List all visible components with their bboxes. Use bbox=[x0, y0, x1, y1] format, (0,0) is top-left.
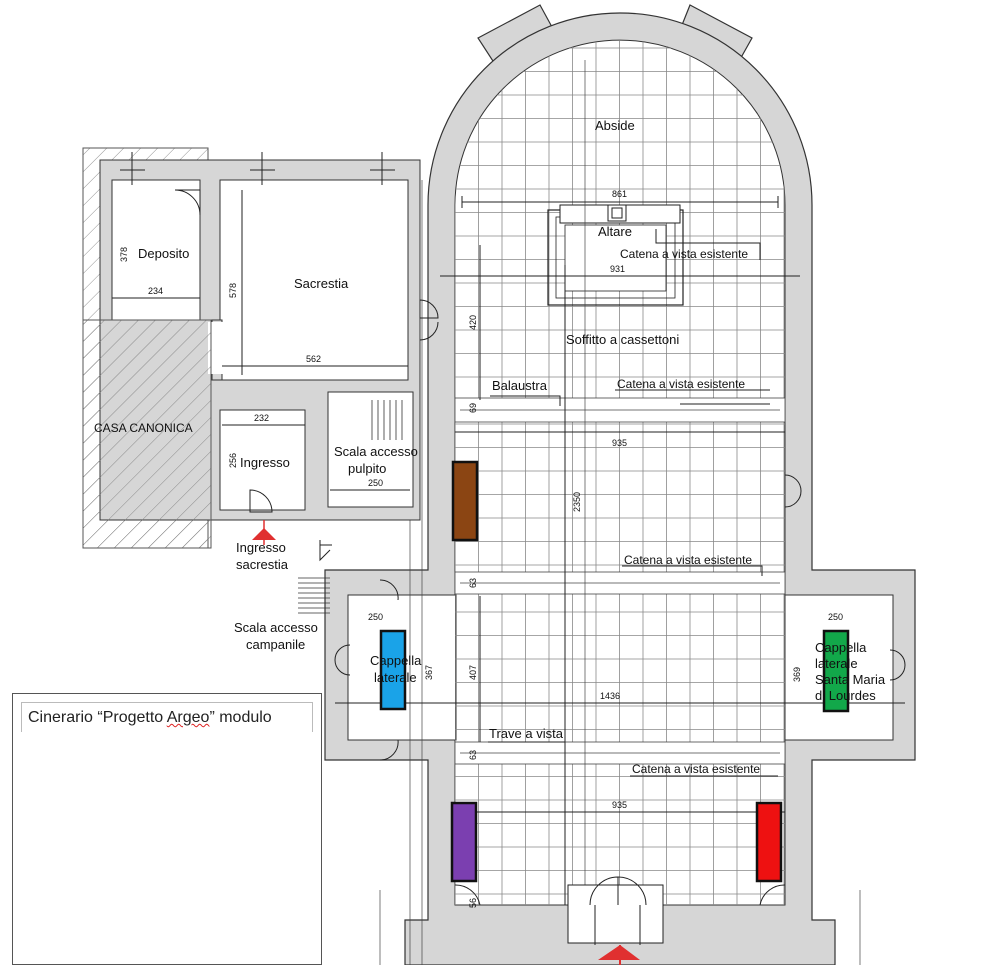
annotation-labels: Catena a vista esistente Catena a vista … bbox=[617, 247, 760, 776]
annotation-catena-3: Catena a vista esistente bbox=[624, 553, 752, 567]
nave-dimensions bbox=[335, 196, 905, 905]
label-trave: Trave a vista bbox=[489, 726, 564, 741]
dim-250-pulpito: 250 bbox=[368, 478, 383, 488]
marker-green bbox=[822, 629, 850, 713]
dim-2350: 2350 bbox=[572, 492, 582, 512]
label-casa-canonica: CASA CANONICA bbox=[94, 421, 193, 435]
dimension-labels: 861 931 420 69 935 2350 63 407 1436 63 9… bbox=[119, 189, 843, 908]
label-deposito: Deposito bbox=[138, 246, 189, 261]
dim-420: 420 bbox=[468, 315, 478, 330]
annotation-catena-2: Catena a vista esistente bbox=[617, 377, 745, 391]
caption-prefix: Cinerario “Progetto bbox=[28, 709, 167, 726]
dim-56: 56 bbox=[468, 898, 478, 908]
marker-blue bbox=[379, 629, 407, 711]
dim-369: 369 bbox=[792, 667, 802, 682]
label-scala-campanile-2: campanile bbox=[246, 637, 305, 652]
label-cappella-left-2: laterale bbox=[374, 670, 417, 685]
label-balaustra: Balaustra bbox=[492, 378, 548, 393]
dim-63-a: 63 bbox=[468, 578, 478, 588]
label-soffitto: Soffitto a cassettoni bbox=[566, 332, 679, 347]
dim-367: 367 bbox=[424, 665, 434, 680]
caption-box: Cinerario “Progetto Argeo” modulo bbox=[12, 693, 322, 965]
label-cappella-right-3: Santa Maria bbox=[815, 672, 886, 687]
dim-861: 861 bbox=[612, 189, 627, 199]
label-scala-pulpito-1: Scala accesso bbox=[334, 444, 418, 459]
dim-407: 407 bbox=[468, 665, 478, 680]
altar bbox=[547, 204, 684, 306]
marker-red bbox=[755, 801, 783, 883]
label-scala-pulpito-2: pulpito bbox=[348, 461, 386, 476]
floor-grid bbox=[455, 40, 785, 905]
church-walls bbox=[324, 12, 916, 965]
label-cappella-right-2: laterale bbox=[815, 656, 858, 671]
label-ingresso: Ingresso bbox=[240, 455, 290, 470]
label-ingresso-sacrestia-2: sacrestia bbox=[236, 557, 289, 572]
caption-spellcheck-word: Argeo bbox=[166, 709, 210, 726]
marker-purple bbox=[450, 801, 478, 883]
marker-brown bbox=[451, 460, 479, 542]
dim-256: 256 bbox=[228, 453, 238, 468]
caption-text-field[interactable]: Cinerario “Progetto Argeo” modulo bbox=[21, 702, 313, 732]
dim-63-b: 63 bbox=[468, 750, 478, 760]
dim-935-b: 935 bbox=[612, 800, 627, 810]
label-altare: Altare bbox=[598, 224, 632, 239]
dim-578: 578 bbox=[228, 283, 238, 298]
caption-suffix: ” modulo bbox=[209, 709, 272, 726]
label-ingresso-sacrestia-1: Ingresso bbox=[236, 540, 286, 555]
side-door-right bbox=[334, 474, 906, 906]
sacristy-block bbox=[82, 147, 439, 614]
room-labels: Abside Altare Soffitto a cassettoni Depo… bbox=[94, 118, 886, 741]
dim-931: 931 bbox=[610, 264, 625, 274]
dim-935-a: 935 bbox=[612, 438, 627, 448]
dim-250-left: 250 bbox=[368, 612, 383, 622]
dim-232: 232 bbox=[254, 413, 269, 423]
dim-562: 562 bbox=[306, 354, 321, 364]
label-cappella-left-1: Cappella bbox=[370, 653, 422, 668]
label-sacrestia: Sacrestia bbox=[294, 276, 349, 291]
cinerary-markers bbox=[379, 460, 850, 883]
label-abside: Abside bbox=[595, 118, 635, 133]
dim-378: 378 bbox=[119, 247, 129, 262]
main-entrance bbox=[567, 876, 664, 965]
label-cappella-right-4: di Lourdes bbox=[815, 688, 876, 703]
annotation-catena-1: Catena a vista esistente bbox=[620, 247, 748, 261]
label-scala-campanile-1: Scala accesso bbox=[234, 620, 318, 635]
dim-1436: 1436 bbox=[600, 691, 620, 701]
dim-69: 69 bbox=[468, 403, 478, 413]
nave-bands bbox=[454, 397, 786, 765]
annotation-catena-4: Catena a vista esistente bbox=[632, 762, 760, 776]
dim-234: 234 bbox=[148, 286, 163, 296]
dim-250-right: 250 bbox=[828, 612, 843, 622]
label-cappella-right-1: Cappella bbox=[815, 640, 867, 655]
